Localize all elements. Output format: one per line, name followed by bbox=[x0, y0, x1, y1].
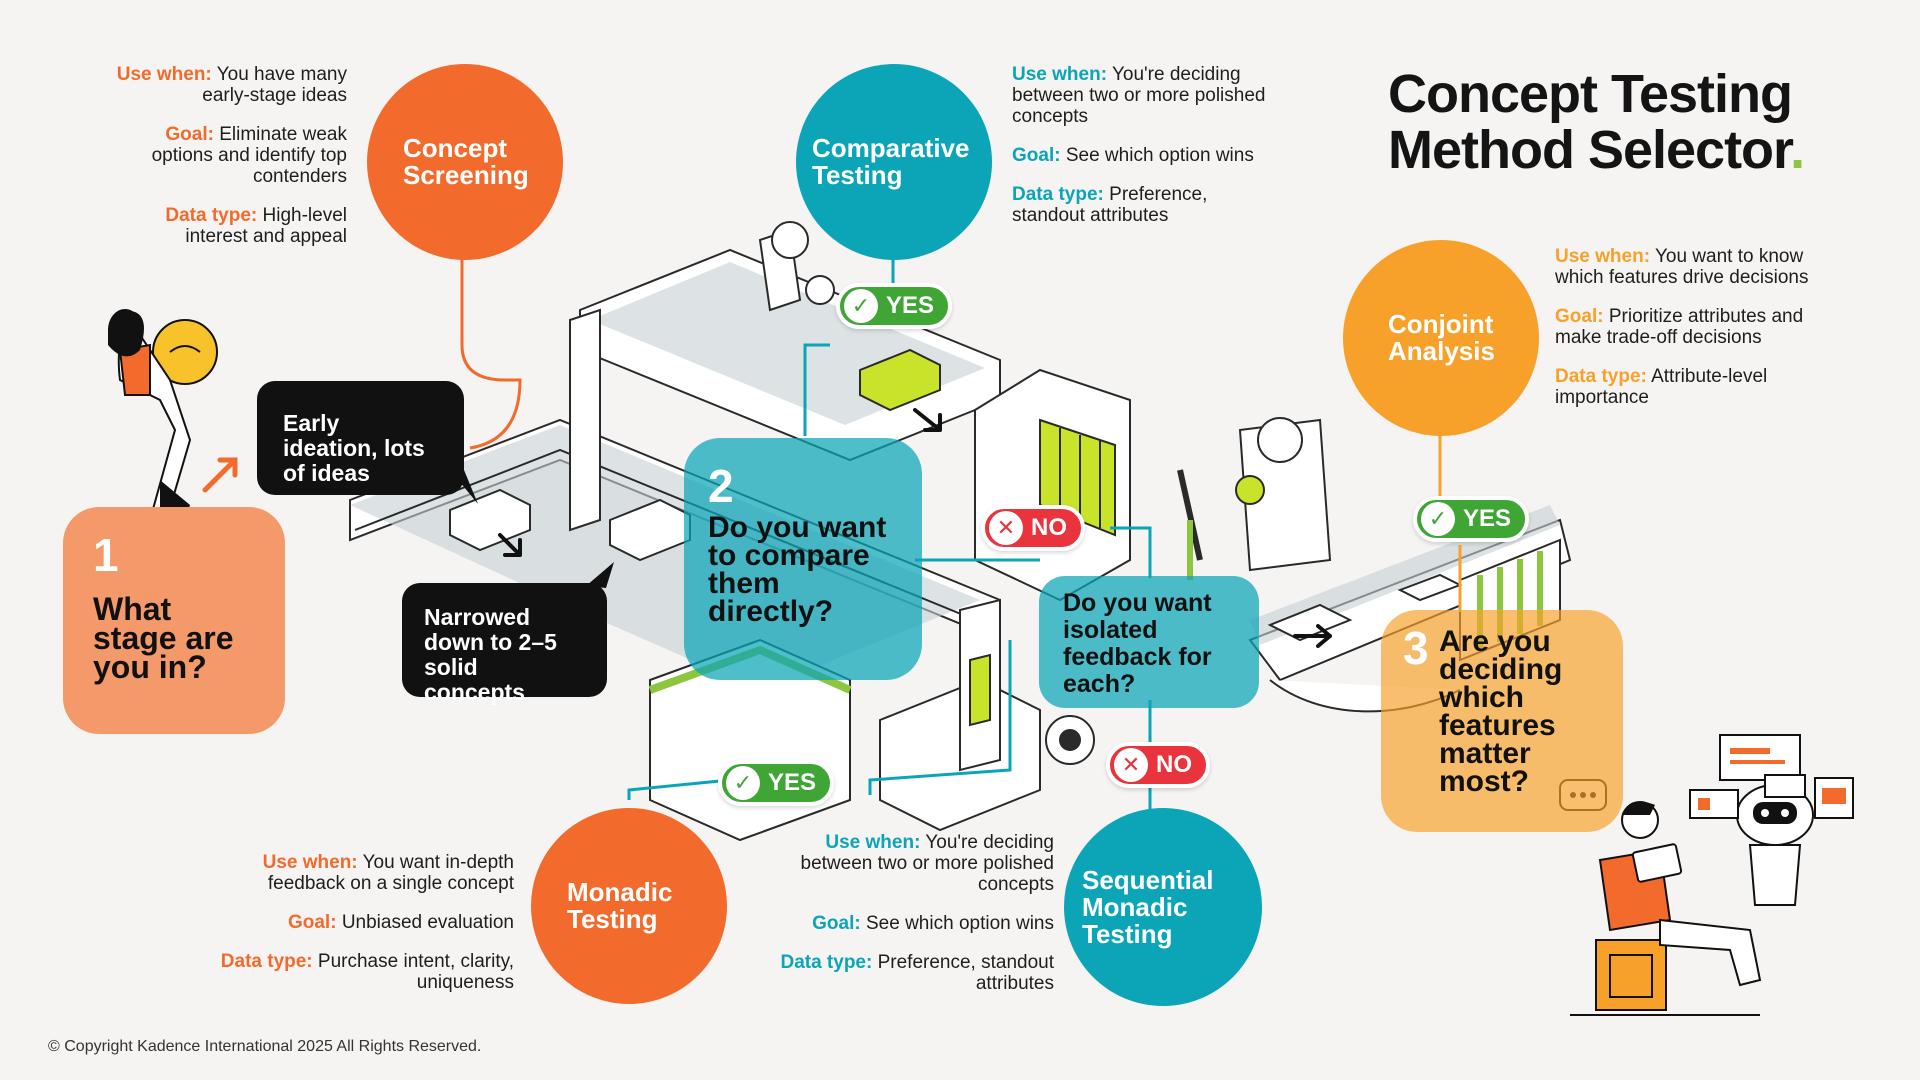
conjoint-analysis-circle[interactable]: Conjoint Analysis bbox=[1343, 240, 1539, 436]
data-type-text: Preference, standout attributes bbox=[877, 952, 1054, 994]
data-type-text: Preference, standout attributes bbox=[1012, 184, 1208, 226]
concept-screening-info: Use when: You have many early-stage idea… bbox=[100, 64, 347, 265]
isolated-feedback-box: Do you want isolated feedback for each? bbox=[1039, 576, 1259, 708]
data-type-label: Data type: bbox=[165, 205, 258, 226]
goal-text: Prioritize attributes and make trade-off… bbox=[1555, 306, 1804, 348]
concept-screening-label: Concept Screening bbox=[403, 133, 529, 190]
goal-label: Goal: bbox=[812, 913, 861, 934]
man-laptop-robot-illustration bbox=[1570, 734, 1854, 1016]
step-1-box: 1 What stage are you in? bbox=[63, 507, 285, 734]
data-type-label: Data type: bbox=[1555, 366, 1647, 387]
no-label: NO bbox=[1156, 751, 1192, 778]
title-line-1: Concept Testing bbox=[1388, 64, 1793, 124]
yes-pill-conjoint[interactable]: ✓ YES bbox=[1413, 496, 1530, 542]
goal-label: Goal: bbox=[1555, 306, 1604, 327]
copyright: © Copyright Kadence International 2025 A… bbox=[48, 1038, 482, 1055]
page-title: Concept Testing Method Selector. bbox=[1388, 64, 1805, 180]
no-label: NO bbox=[1031, 514, 1067, 541]
use-when-text: You're deciding between two or more poli… bbox=[1012, 64, 1266, 127]
goal-text: Unbiased evaluation bbox=[341, 912, 514, 933]
use-when-text: You're deciding between two or more poli… bbox=[800, 832, 1054, 895]
step-2-box: 2 Do you want to compare them directly? bbox=[684, 438, 922, 680]
narrowed-down-bubble: Narrowed down to 2–5 solid concepts bbox=[402, 583, 607, 705]
data-type-text: Purchase intent, clarity, uniqueness bbox=[317, 951, 514, 993]
comparative-testing-info: Use when: You're deciding between two or… bbox=[1012, 64, 1282, 244]
check-icon: ✓ bbox=[726, 766, 760, 800]
goal-text: Eliminate weak options and identify top … bbox=[151, 124, 347, 187]
conjoint-analysis-info: Use when: You want to know which feature… bbox=[1555, 246, 1835, 426]
step-3-question: Are you deciding which features matter m… bbox=[1439, 625, 1563, 798]
use-when-label: Use when: bbox=[262, 852, 358, 873]
early-ideation-bubble: Early ideation, lots of ideas bbox=[257, 381, 464, 495]
bubble-tail bbox=[586, 562, 614, 588]
goal-label: Goal: bbox=[287, 912, 337, 933]
use-when-label: Use when: bbox=[825, 832, 921, 853]
x-icon: ✕ bbox=[989, 511, 1023, 545]
goal-label: Goal: bbox=[165, 124, 214, 145]
bubble-tail bbox=[450, 470, 478, 504]
use-when-label: Use when: bbox=[116, 64, 212, 85]
title-line-2: Method Selector bbox=[1388, 120, 1791, 180]
goal-text: See which option wins bbox=[1065, 145, 1254, 166]
comparative-testing-label: Comparative Testing bbox=[812, 133, 970, 190]
narrowed-down-text: Narrowed down to 2–5 solid concepts bbox=[424, 604, 557, 705]
check-icon: ✓ bbox=[1421, 502, 1455, 536]
concept-screening-circle[interactable]: Concept Screening bbox=[367, 64, 563, 260]
monadic-testing-circle[interactable]: Monadic Testing bbox=[531, 808, 727, 1004]
early-ideation-text: Early ideation, lots of ideas bbox=[283, 410, 425, 486]
yes-label: YES bbox=[1463, 505, 1512, 532]
sequential-monadic-info: Use when: You're deciding between two or… bbox=[780, 832, 1054, 1012]
data-type-text: Attribute-level importance bbox=[1555, 366, 1768, 408]
data-type-label: Data type: bbox=[1012, 184, 1104, 205]
yes-label: YES bbox=[768, 769, 817, 796]
no-pill-isolated[interactable]: ✕ NO bbox=[1106, 742, 1210, 788]
no-pill-step2[interactable]: ✕ NO bbox=[981, 505, 1085, 551]
step-1-question: What stage are you in? bbox=[93, 591, 234, 685]
data-type-label: Data type: bbox=[220, 951, 313, 972]
yes-pill-monadic[interactable]: ✓ YES bbox=[718, 760, 835, 806]
step-3-box: 3 Are you deciding which features matter… bbox=[1381, 610, 1623, 832]
use-when-text: You want to know which features drive de… bbox=[1555, 246, 1809, 288]
step-3-number: 3 bbox=[1403, 622, 1429, 674]
use-when-label: Use when: bbox=[1555, 246, 1651, 267]
data-type-text: High-level interest and appeal bbox=[185, 205, 347, 247]
yes-pill-comparative[interactable]: ✓ YES bbox=[836, 283, 953, 329]
goal-text: See which option wins bbox=[866, 913, 1054, 934]
use-when-text: You have many early-stage ideas bbox=[202, 64, 347, 106]
use-when-text: You want in-depth feedback on a single c… bbox=[267, 852, 514, 894]
sequential-monadic-circle[interactable]: Sequential Monadic Testing bbox=[1064, 808, 1262, 1006]
monadic-testing-info: Use when: You want in-depth feedback on … bbox=[214, 852, 514, 1011]
title-dot: . bbox=[1790, 120, 1805, 180]
goal-label: Goal: bbox=[1012, 145, 1061, 166]
isolated-feedback-question: Do you want isolated feedback for each? bbox=[1063, 589, 1212, 698]
comparative-testing-circle[interactable]: Comparative Testing bbox=[796, 64, 992, 260]
step-2-number: 2 bbox=[708, 460, 734, 512]
x-icon: ✕ bbox=[1114, 748, 1148, 782]
monadic-testing-label: Monadic Testing bbox=[567, 877, 673, 934]
yes-label: YES bbox=[886, 292, 935, 319]
data-type-label: Data type: bbox=[780, 952, 873, 973]
step-1-number: 1 bbox=[93, 529, 119, 581]
step-2-question: Do you want to compare them directly? bbox=[708, 511, 887, 628]
conjoint-analysis-label: Conjoint Analysis bbox=[1388, 309, 1495, 366]
check-icon: ✓ bbox=[844, 289, 878, 323]
sequential-monadic-label: Sequential Monadic Testing bbox=[1082, 864, 1214, 949]
use-when-label: Use when: bbox=[1012, 64, 1108, 85]
